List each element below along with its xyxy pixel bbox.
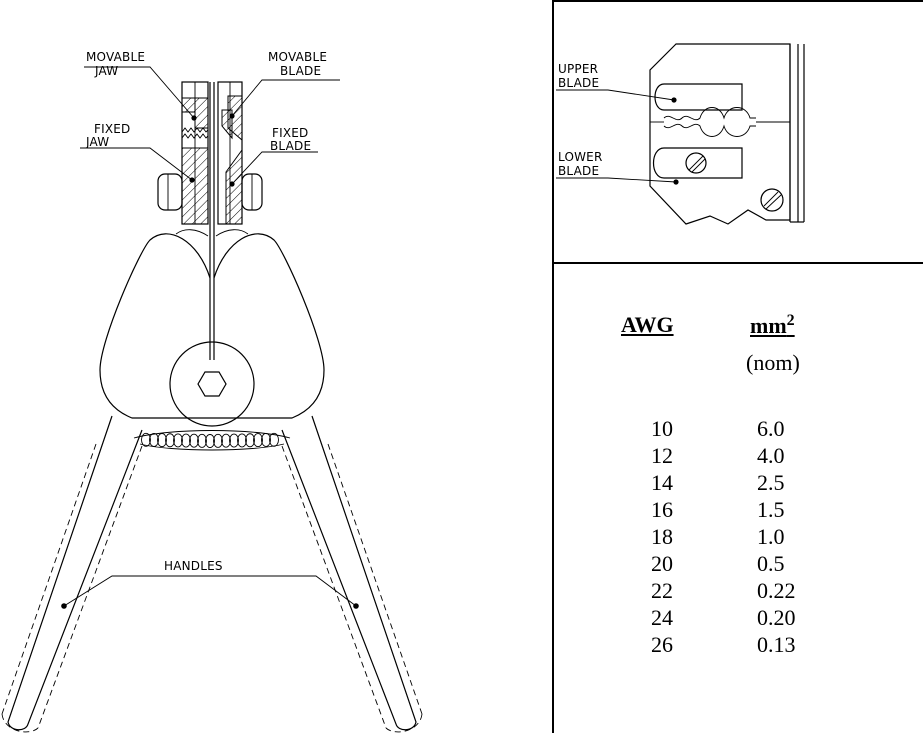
mm2-cell: 0.20	[757, 605, 796, 630]
hex-screw-icon	[169, 341, 255, 427]
spring-icon	[133, 430, 291, 451]
awg-cell: 14	[651, 470, 673, 495]
right-handle	[281, 415, 423, 733]
fixed-jaw-label-1: FIXED	[94, 122, 130, 136]
mm2-cell: 1.5	[757, 497, 785, 522]
awg-cell: 22	[651, 578, 673, 603]
awg-cell: 16	[651, 497, 673, 522]
blade-inset-drawing: UPPER BLADE LOWER BLADE	[556, 43, 805, 225]
left-handle	[1, 415, 143, 733]
mm2-cell: 0.22	[757, 578, 796, 603]
awg-cell: 10	[651, 416, 673, 441]
lower-blade-label-2: BLADE	[558, 164, 599, 178]
blade-column	[217, 81, 243, 225]
jaw-column	[181, 81, 209, 225]
upper-blade-label-2: BLADE	[558, 76, 599, 90]
handles-label: HANDLES	[164, 559, 223, 573]
awg-cell: 18	[651, 524, 673, 549]
blade-inset-panel	[552, 0, 923, 264]
mm2-cell: 1.0	[757, 524, 785, 549]
awg-cell: 20	[651, 551, 673, 576]
awg-column-header: AWG	[621, 312, 674, 337]
movable-jaw-label-1: MOVABLE	[86, 50, 145, 64]
fixed-blade-label-2: BLADE	[270, 139, 311, 153]
awg-cell: 26	[651, 632, 673, 657]
mm2-cell: 4.0	[757, 443, 785, 468]
leader-lines	[63, 66, 357, 607]
fixed-blade-label-1: FIXED	[272, 126, 308, 140]
upper-blade-label-1: UPPER	[558, 62, 598, 76]
mm2-cell: 0.13	[757, 632, 796, 657]
tool-body	[99, 233, 325, 419]
mm2-cell: 0.5	[757, 551, 785, 576]
lower-blade-label-1: LOWER	[558, 150, 603, 164]
awg-cell: 24	[651, 605, 673, 630]
mm2-cell: 6.0	[757, 416, 785, 441]
mm2-column-header: mm2	[750, 312, 795, 338]
pivot-pin	[157, 173, 263, 211]
wire-stripper-drawing: MOVABLE JAW MOVABLE BLADE FIXED JAW FIXE…	[1, 50, 423, 733]
mm2-cell: 2.5	[757, 470, 785, 495]
movable-jaw-label-2: JAW	[94, 64, 118, 78]
fixed-jaw-label-2: JAW	[85, 135, 109, 149]
movable-blade-label-2: BLADE	[280, 64, 321, 78]
movable-blade-label-1: MOVABLE	[268, 50, 327, 64]
awg-cell: 12	[651, 443, 673, 468]
nominal-note: (nom)	[746, 350, 800, 375]
